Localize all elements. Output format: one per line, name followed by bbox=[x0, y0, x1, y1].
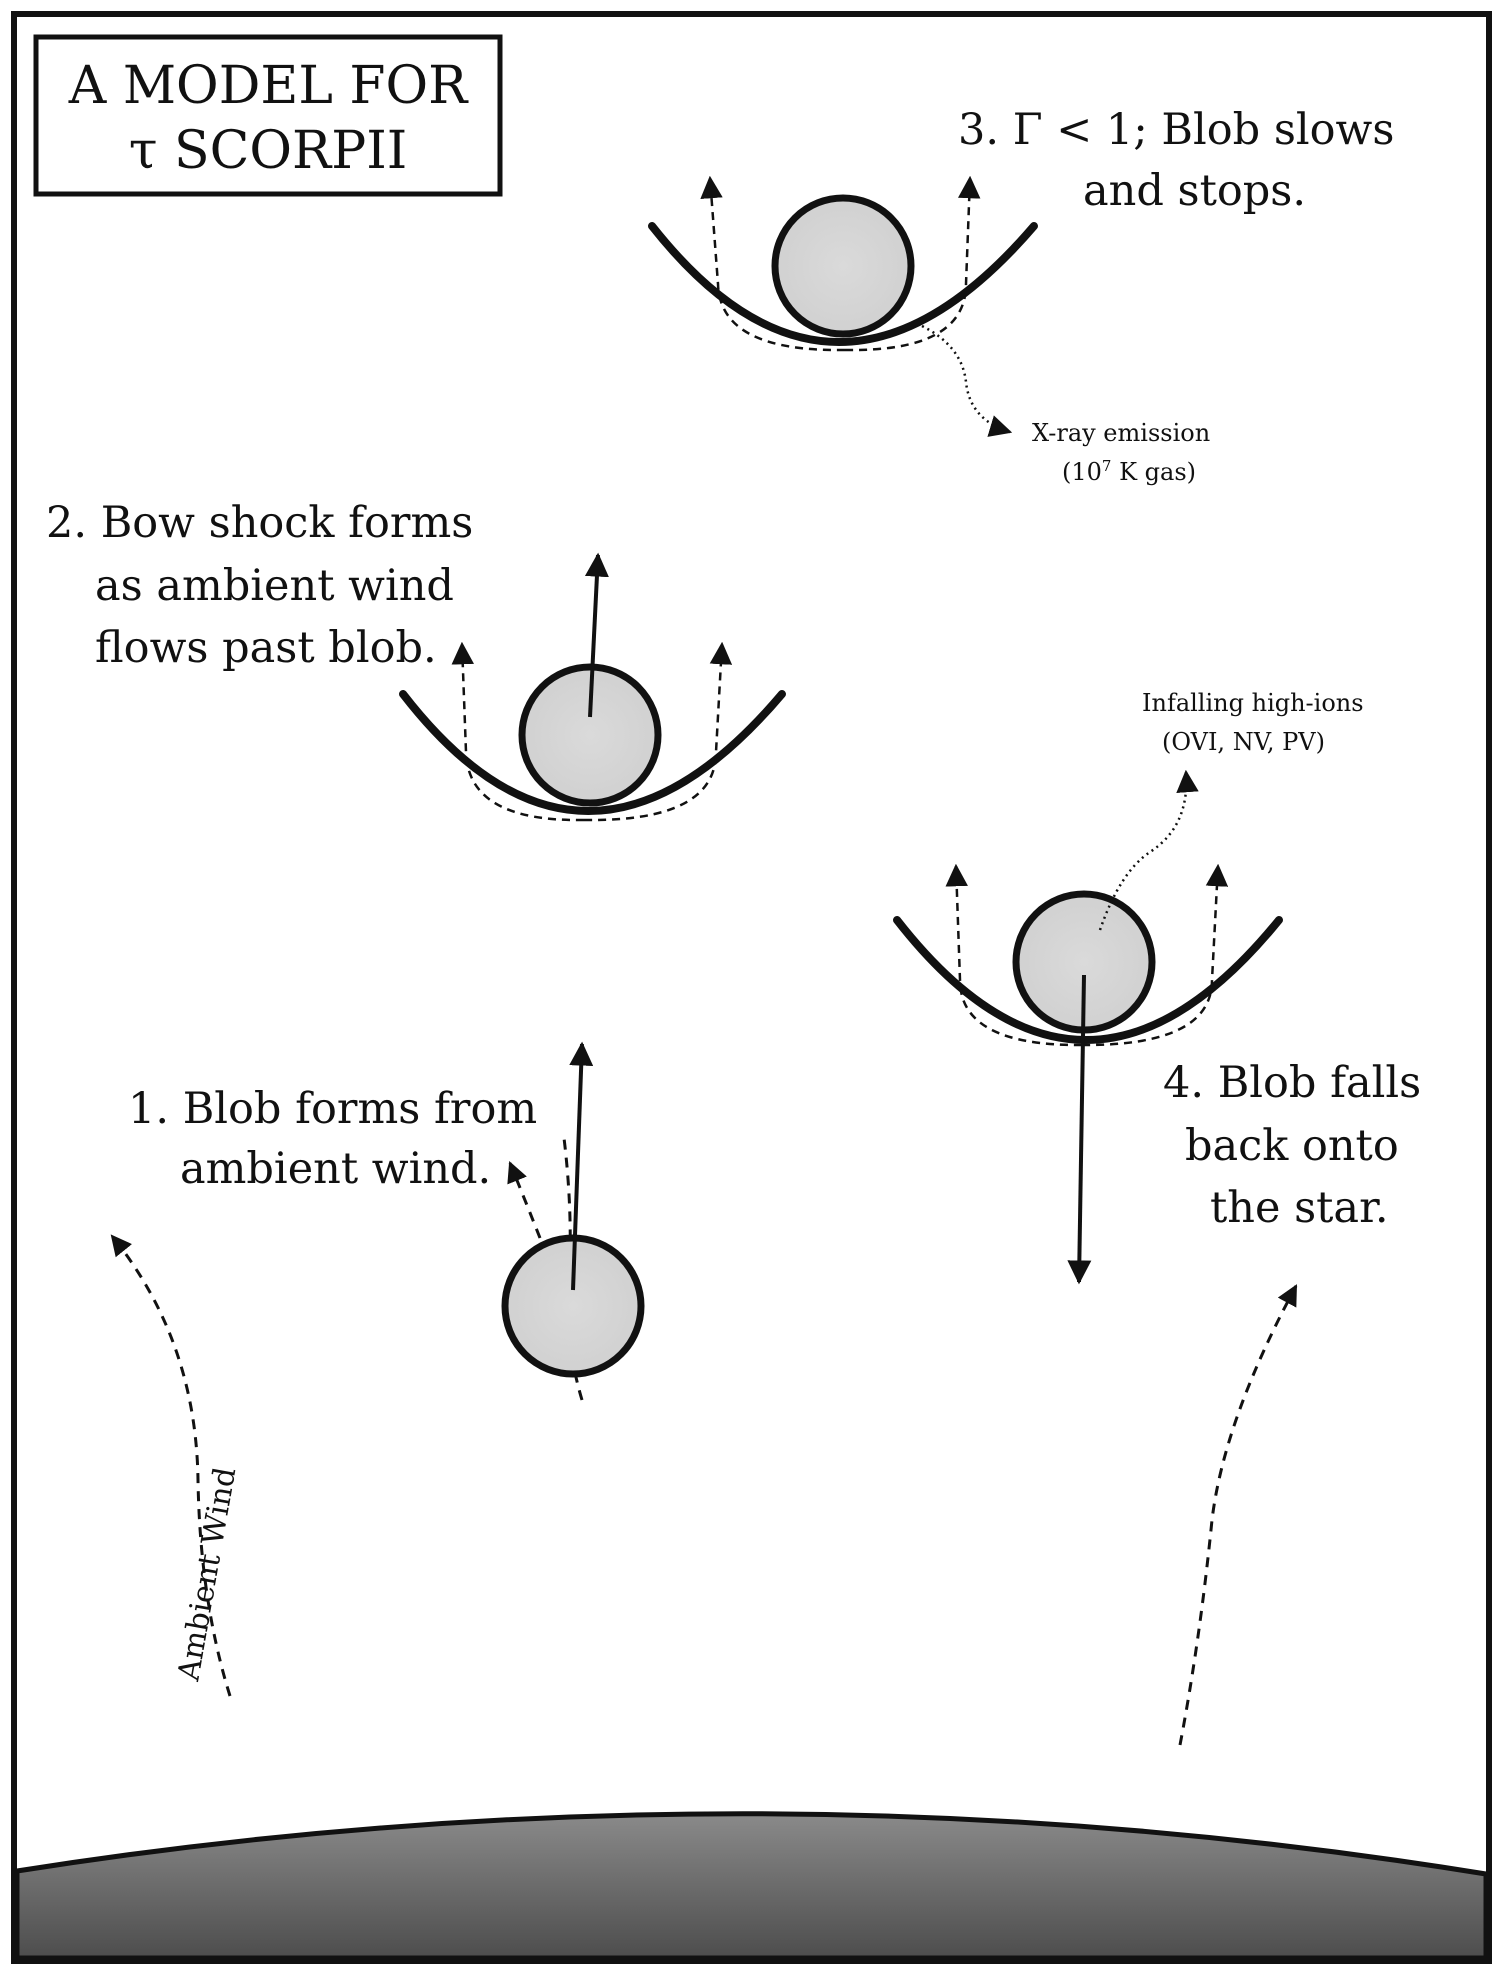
stage1-flow-left-up bbox=[507, 1161, 542, 1239]
stage4-flow-left bbox=[945, 863, 1083, 1047]
stage1-flow-below bbox=[562, 1137, 584, 1401]
title-box bbox=[33, 34, 503, 197]
xray-pointer bbox=[921, 324, 1013, 437]
stage3-label-line-1: 3. Γ < 1; Blob slows bbox=[958, 105, 1394, 155]
stage3-flow-left bbox=[700, 175, 846, 352]
stage2-blob-group bbox=[399, 552, 786, 822]
ambient-wind-left-stream bbox=[110, 1234, 232, 1697]
outer-frame bbox=[11, 11, 1492, 1964]
stage1-blob-group bbox=[501, 1041, 645, 1401]
stage1-label-line-1: 1. Blob forms from bbox=[128, 1084, 537, 1134]
title-line-2: τ SCORPII bbox=[129, 121, 408, 181]
stage3-label-line-2: and stops. bbox=[1083, 166, 1306, 216]
xray-label-line-2: (107 K gas) bbox=[1062, 457, 1196, 486]
stage3-blob bbox=[771, 194, 915, 338]
stage4-fall-arrow bbox=[1067, 974, 1092, 1285]
stage4-bow-shock bbox=[893, 916, 1283, 1044]
stage1-velocity-arrow bbox=[569, 1041, 594, 1291]
stage3-bow-shock bbox=[648, 222, 1038, 346]
stage2-bow-shock bbox=[399, 690, 786, 815]
stage2-flow-left bbox=[451, 641, 585, 822]
stage4-label-line-3: the star. bbox=[1210, 1183, 1389, 1233]
stage2-blob bbox=[518, 663, 662, 807]
stage2-flow-right bbox=[583, 641, 733, 822]
stage4-blob-group bbox=[893, 863, 1283, 1285]
stage2-velocity-arrow bbox=[584, 552, 609, 718]
ions-label-line-1: Infalling high-ions bbox=[1142, 689, 1364, 717]
ions-pointer bbox=[1098, 769, 1199, 931]
stage3-blob-group bbox=[648, 175, 1038, 352]
stage2-label-line-3: flows past blob. bbox=[95, 623, 437, 673]
stage4-flow-right bbox=[1081, 863, 1229, 1047]
stage2-label-line-2: as ambient wind bbox=[95, 561, 454, 611]
xray-label-line-1: X-ray emission bbox=[1032, 419, 1210, 447]
star-surface bbox=[14, 1811, 1489, 1961]
stage4-label-line-1: 4. Blob falls bbox=[1163, 1058, 1421, 1108]
title-line-1: A MODEL FOR bbox=[68, 56, 469, 116]
stage3-flow-right bbox=[844, 175, 981, 352]
ions-label-line-2: (OVI, NV, PV) bbox=[1162, 728, 1325, 756]
stage4-label-line-2: back onto bbox=[1185, 1121, 1399, 1171]
stage2-label-line-1: 2. Bow shock forms bbox=[46, 498, 473, 548]
stage1-label-line-2: ambient wind. bbox=[180, 1144, 491, 1194]
